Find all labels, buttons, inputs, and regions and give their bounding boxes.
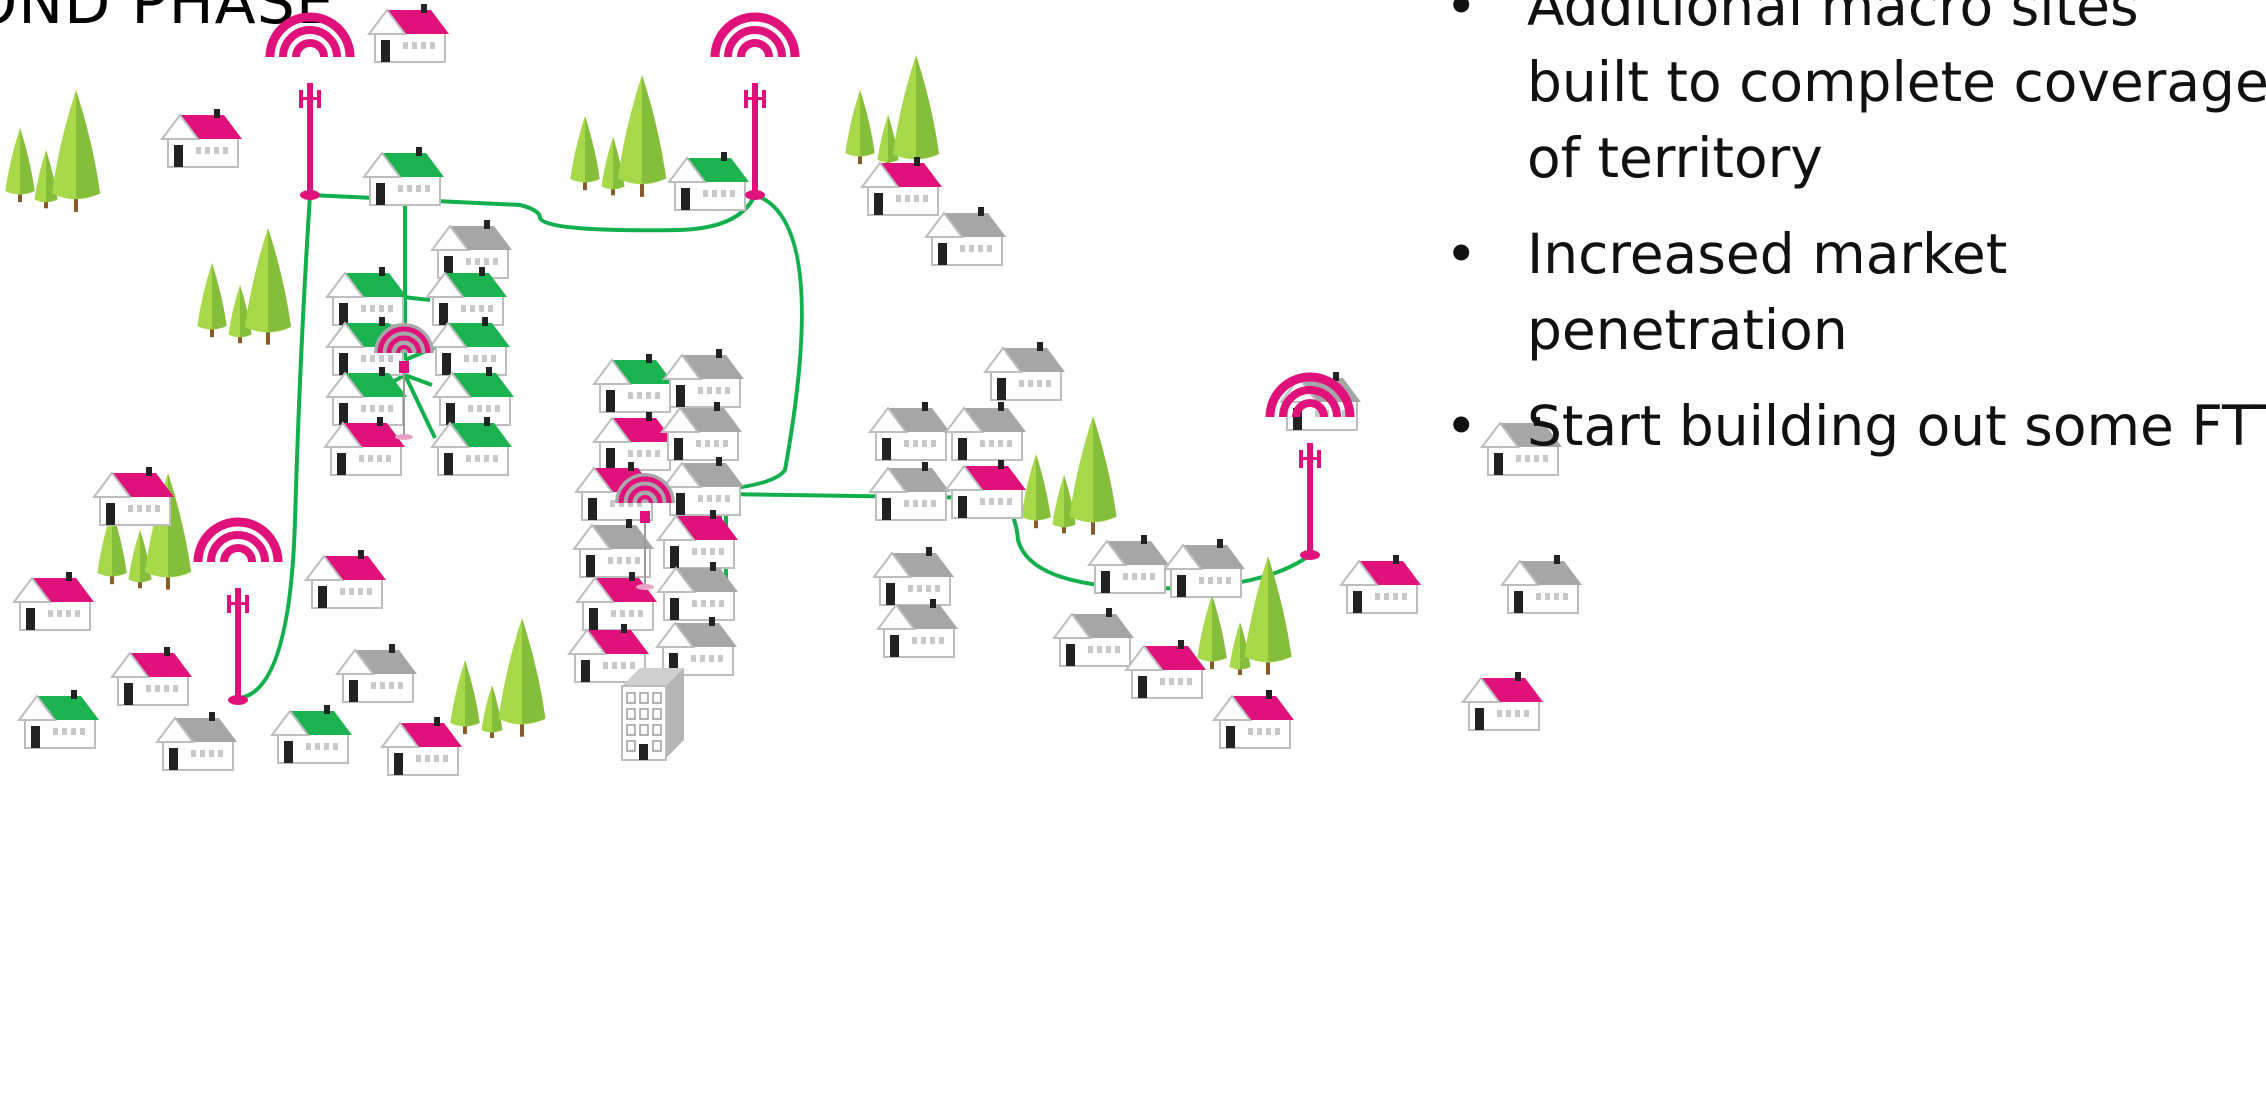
- house-icon: [425, 267, 507, 326]
- house-icon: [944, 460, 1026, 519]
- house-icon: [323, 417, 405, 476]
- macro-cell-tower-icon: [270, 17, 350, 200]
- house-icon: [432, 367, 514, 426]
- house-icon: [380, 717, 462, 776]
- fiber-link: [404, 373, 433, 387]
- house-icon: [270, 705, 352, 764]
- house-icon: [868, 402, 950, 461]
- bullet-list: • Additional macro sites built to comple…: [1445, 0, 2266, 484]
- tree-icon: [1244, 556, 1292, 675]
- house-icon: [160, 109, 242, 168]
- house-icon: [325, 367, 407, 426]
- houses: [12, 4, 1582, 776]
- house-icon: [924, 207, 1006, 266]
- house-icon: [944, 402, 1026, 461]
- tree-icon: [1069, 416, 1117, 535]
- bullet-line: Additional macro sites: [1527, 0, 2139, 38]
- house-icon: [12, 572, 94, 631]
- house-icon: [1339, 555, 1421, 614]
- house-icon: [1480, 417, 1562, 476]
- tree-icon: [1021, 454, 1051, 529]
- house-icon: [656, 562, 738, 621]
- bullet-item-market-penetration: • Increased market penetration: [1445, 216, 2266, 368]
- bullet-dot-icon: •: [1445, 222, 1478, 286]
- tree-icon: [450, 660, 480, 735]
- house-icon: [325, 267, 407, 326]
- house-icon: [868, 462, 950, 521]
- house-icon: [1500, 555, 1582, 614]
- house-icon: [1163, 539, 1245, 598]
- apartment-building-icon: [621, 668, 684, 761]
- house-icon: [1212, 690, 1294, 749]
- tree-icon: [570, 116, 600, 191]
- house-icon: [667, 152, 749, 211]
- bullet-line: Increased market: [1527, 222, 2008, 286]
- fiber-link: [239, 194, 312, 700]
- fiber-link: [403, 374, 437, 439]
- house-icon: [1052, 608, 1134, 667]
- tree-icon: [97, 510, 127, 585]
- tree-icon: [498, 618, 546, 737]
- bullet-line: Start building out some FTTH: [1527, 394, 2266, 458]
- bullet-item-macro-sites: • Additional macro sites built to comple…: [1445, 0, 2266, 196]
- tree-icon: [481, 685, 503, 738]
- house-icon: [1087, 535, 1169, 594]
- house-icon: [335, 644, 417, 703]
- tree-groups: [5, 55, 1292, 738]
- tree-icon: [51, 90, 101, 212]
- house-icon: [155, 712, 237, 771]
- house-icon: [17, 690, 99, 749]
- house-icon: [430, 220, 512, 279]
- house-icon: [428, 317, 510, 376]
- tree-icon: [1197, 595, 1227, 670]
- bullet-dot-icon: •: [1445, 394, 1478, 458]
- house-icon: [876, 599, 958, 658]
- house-icon: [362, 147, 444, 206]
- house-icon: [662, 349, 744, 408]
- house-icon: [430, 417, 512, 476]
- house-icon: [304, 550, 386, 609]
- tree-icon: [617, 75, 667, 197]
- house-icon: [872, 547, 954, 606]
- bullet-item-ftth: • Start building out some FTTH: [1445, 388, 2266, 464]
- house-icon: [656, 510, 738, 569]
- house-icon: [572, 519, 654, 578]
- macro-cell-tower-icon: [1270, 377, 1350, 560]
- bullet-line: of territory: [1527, 126, 1823, 190]
- house-icon: [592, 354, 674, 413]
- fiber-link: [402, 295, 431, 302]
- tree-icon: [5, 128, 35, 203]
- tree-icon: [244, 228, 292, 345]
- bullet-line: built to complete coverage: [1527, 50, 2266, 114]
- house-icon: [1461, 672, 1543, 731]
- house-icon: [592, 412, 674, 471]
- tree-icon: [892, 55, 940, 172]
- house-icon: [660, 402, 742, 461]
- house-icon: [655, 617, 737, 676]
- house-icon: [110, 647, 192, 706]
- house-icon: [92, 467, 174, 526]
- house-icon: [860, 157, 942, 216]
- house-icon: [575, 572, 657, 631]
- house-icon: [567, 624, 649, 683]
- buildings: [621, 668, 684, 761]
- bullet-dot-icon: •: [1445, 0, 1478, 38]
- tree-icon: [845, 90, 875, 165]
- house-icon: [983, 342, 1065, 401]
- house-icon: [367, 4, 449, 63]
- tree-icon: [197, 263, 227, 338]
- bullet-line: penetration: [1527, 298, 1848, 362]
- house-icon: [662, 457, 744, 516]
- house-icon: [1124, 640, 1206, 699]
- fiber-link: [309, 193, 757, 233]
